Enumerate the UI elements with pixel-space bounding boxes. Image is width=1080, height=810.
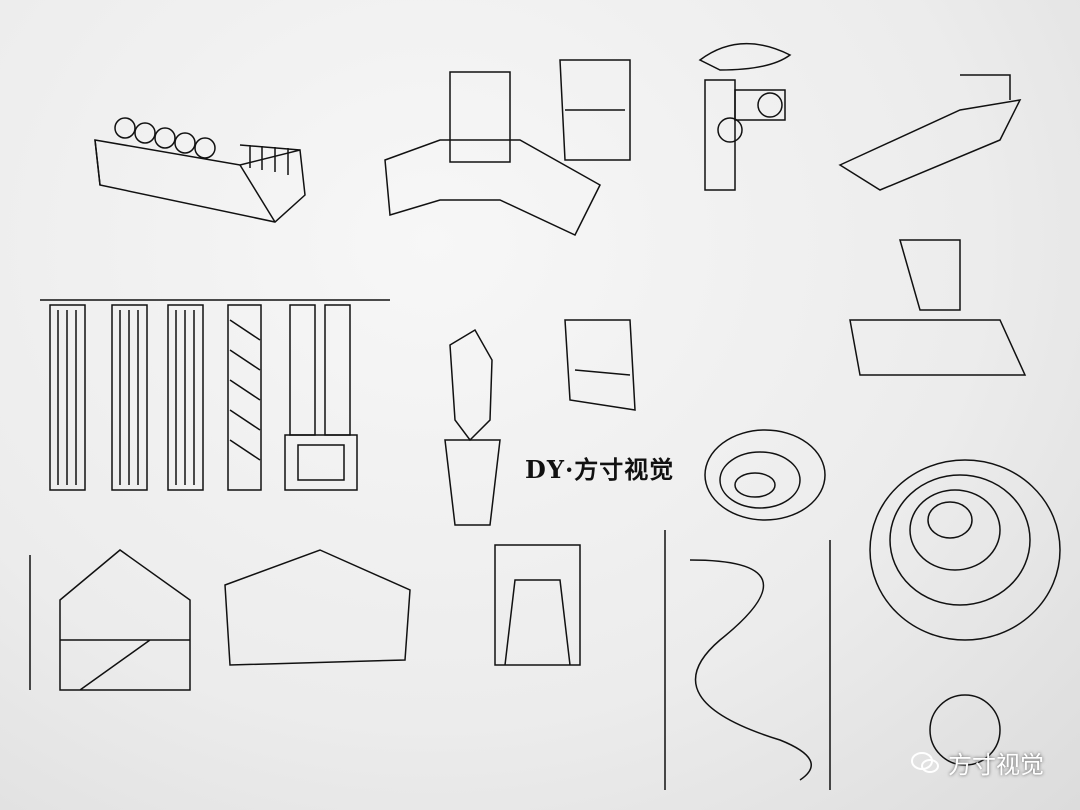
credit-text: 方寸视觉 xyxy=(948,751,1044,779)
interior-section-sketches xyxy=(59,544,581,691)
planter-bench-sketch xyxy=(94,117,306,223)
booth-seating-sketch xyxy=(384,59,631,236)
credit-badge: 方寸视觉 xyxy=(910,745,1044,780)
spiral-stair-sketches xyxy=(664,429,1061,790)
garden-path-sketch xyxy=(849,239,1027,376)
watermark-text: DY·方寸视觉 xyxy=(525,455,675,484)
bonsai-garden-sketch xyxy=(698,42,1022,191)
columns-sketch xyxy=(40,299,390,491)
sculpture-sketch xyxy=(444,319,636,526)
wechat-icon xyxy=(910,751,940,775)
